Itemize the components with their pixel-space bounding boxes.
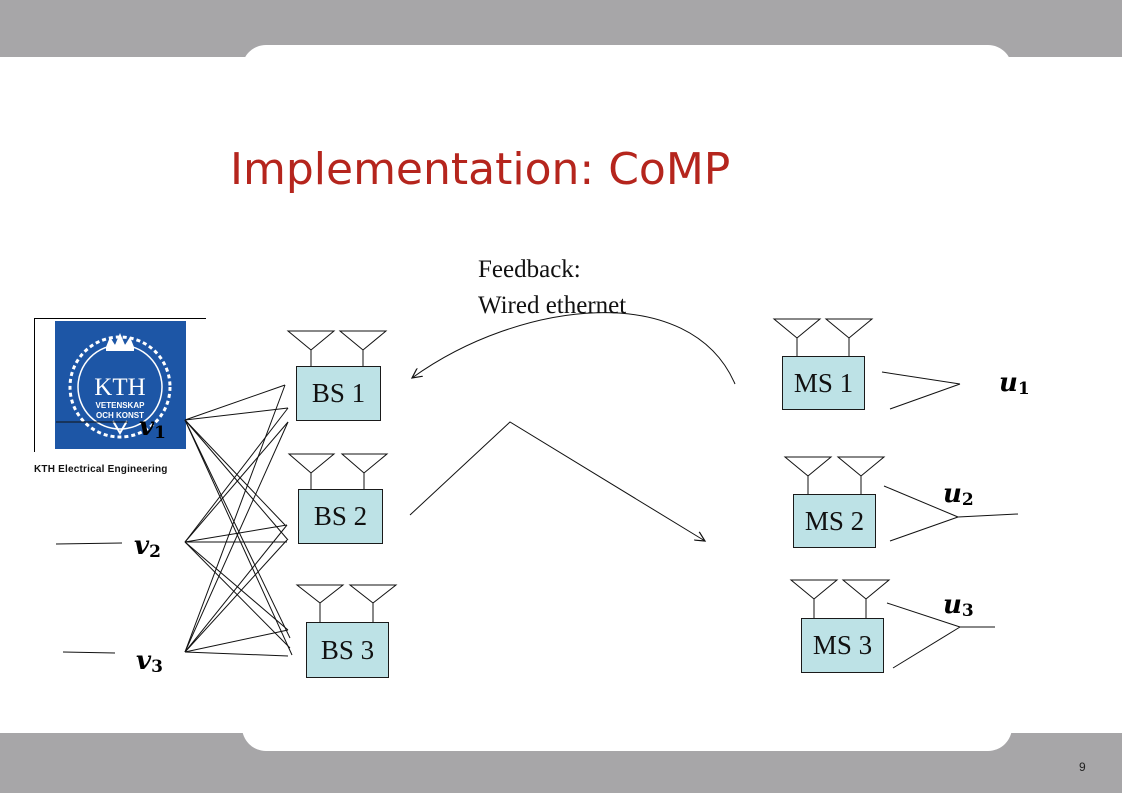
kth-crest: KTH VETENSKAP OCH KONST	[55, 321, 186, 449]
kth-logo: KTH VETENSKAP OCH KONST KTH Electrical E…	[34, 318, 206, 476]
output-u2: u2	[943, 479, 974, 510]
bs2-box: BS 2	[298, 489, 383, 544]
feedback-arrow	[412, 312, 736, 385]
bs1-antennas	[286, 330, 388, 366]
feedback-line-1: Feedback:	[478, 256, 581, 283]
logo-line-1: VETENSKAP	[96, 401, 146, 410]
ms3-box: MS 3	[801, 618, 884, 673]
logo-caption: KTH Electrical Engineering	[34, 464, 168, 475]
combiner-1	[881, 371, 961, 410]
bs1-box: BS 1	[296, 366, 381, 421]
ms3-antennas	[789, 579, 891, 618]
slide-title: Implementation: CoMP	[230, 144, 731, 195]
kth-crest-graphic: KTH VETENSKAP OCH KONST	[68, 333, 172, 439]
bs3-antennas	[295, 584, 398, 622]
feedback-label: Feedback: Wired ethernet	[478, 252, 626, 324]
input-v1: v1	[139, 412, 166, 443]
combiner-2	[883, 485, 1019, 542]
precoder-lines	[184, 384, 293, 657]
logo-frame-left	[34, 318, 35, 452]
input-v2: v2	[134, 531, 161, 562]
ms2-box: MS 2	[793, 494, 876, 548]
page-number: 9	[1079, 760, 1086, 774]
input-v3: v3	[136, 646, 163, 677]
feedback-line-2: Wired ethernet	[478, 292, 627, 319]
channel-arrow	[409, 421, 705, 541]
output-u3: u3	[943, 590, 974, 621]
output-u1: u1	[999, 368, 1030, 399]
logo-kth-text: KTH	[94, 374, 145, 401]
combiner-3	[886, 602, 995, 669]
bs3-box: BS 3	[306, 622, 389, 678]
logo-line-2: OCH KONST	[96, 411, 144, 420]
ms1-box: MS 1	[782, 356, 865, 410]
bs2-antennas	[287, 453, 389, 489]
logo-frame-top	[34, 318, 206, 319]
ms1-antennas	[772, 318, 874, 356]
ms2-antennas	[783, 456, 886, 494]
